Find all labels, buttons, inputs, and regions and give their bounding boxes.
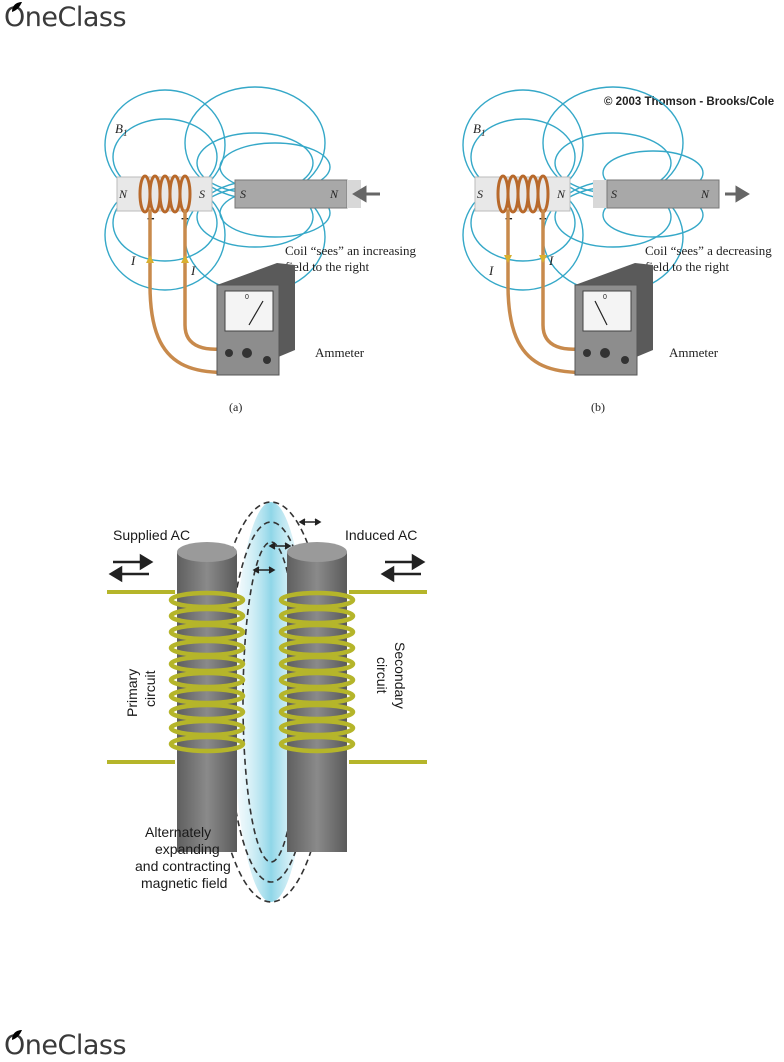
magnet-pole-right-a: N [329,187,339,201]
field-label-a: B1 [115,121,127,138]
caption-line3: and contracting [135,858,231,874]
current-arrow-icon [181,255,189,263]
supplied-ac-arrows-icon [108,553,154,583]
ammeter-b: 0 [574,263,653,376]
caption-line1: Alternately [145,824,211,840]
magnet-pole-left-b: S [611,187,617,201]
caption-line4: magnetic field [141,875,227,891]
current-arrow-icon [504,255,512,263]
magnet-pole-left-a: S [240,187,246,201]
ammeter-label-b: Ammeter [669,345,719,360]
panel-label-b: (b) [591,400,605,414]
meter-zero-a: 0 [245,294,249,301]
caption-line2: expanding [155,841,220,857]
secondary-label-line1: Secondary [392,642,408,709]
caption-a-line2: field to the right [285,259,370,274]
current-arrow-icon [539,255,547,263]
secondary-label-line2: circuit [374,657,390,694]
bar-magnet-a [234,179,348,209]
field-oscillation-arrows-icon [252,518,322,574]
current-label-left-b: I [488,263,494,278]
panel-b: B1 S N + − S N I I Coil “sees” a decreas… [462,86,772,414]
induced-ac-arrows-icon [380,553,426,583]
coil-pole-left-b: S [477,187,483,201]
current-label-right-a: I [190,263,196,278]
secondary-core-top [287,542,347,562]
magnet-pole-right-b: N [700,187,710,201]
current-label-right-b: I [548,253,554,268]
field-label-b: B1 [473,121,485,138]
oneclass-logo-footer: OneClass [4,1030,127,1061]
primary-label-line2: circuit [142,670,158,707]
motion-arrow-left-icon [352,185,380,203]
logo-leaf-icon [12,2,22,12]
caption-b-line1: Coil “sees” a decreasing [645,243,772,258]
current-label-left-a: I [130,253,136,268]
supplied-ac-label: Supplied AC [113,527,190,543]
primary-core-top [177,542,237,562]
oneclass-logo: OneClass [4,2,127,33]
copyright-text: © 2003 Thomson - Brooks/Cole [604,96,774,108]
coil-pole-right-a: S [199,187,205,201]
panel-label-a: (a) [229,400,242,414]
coil-core-b [474,176,571,212]
magnet-end-b [593,180,607,208]
caption-a-line1: Coil “sees” an increasing [285,243,417,258]
caption-b-line2: field to the right [645,259,730,274]
panel-a: B1 N S − + S N I I Coil “sees” an increa… [104,86,417,414]
ammeter-label-a: Ammeter [315,345,365,360]
coil-pole-left-a: N [118,187,128,201]
primary-label-line1: Primary [124,669,140,717]
transformer-figure: Supplied AC Induced AC Primary circuit S… [107,501,427,903]
bar-magnet-b [606,179,720,209]
primary-winding [168,590,246,754]
meter-zero-b: 0 [603,294,607,301]
logo-leaf-icon [12,1030,22,1040]
ammeter-a: 0 [216,263,295,376]
logo-text: OneClass [4,1030,127,1061]
coil-core-a [116,176,213,212]
current-arrow-icon [146,255,154,263]
induction-figure-top: © 2003 Thomson - Brooks/Cole B1 N S [104,86,774,414]
induced-ac-label: Induced AC [345,527,417,543]
logo-text: OneClass [4,2,127,33]
coil-pole-right-b: N [556,187,566,201]
secondary-winding [278,590,356,754]
motion-arrow-right-icon [725,185,750,203]
coil-winding-b [496,174,550,214]
